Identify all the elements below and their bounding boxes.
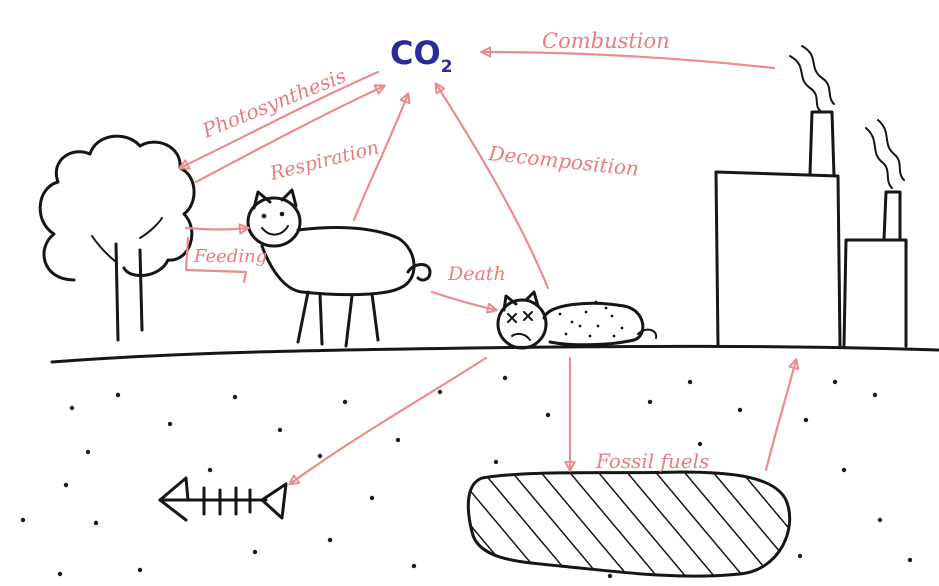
feeding-label: Feeding bbox=[193, 246, 267, 267]
process-arrows bbox=[180, 52, 796, 484]
tree-icon bbox=[38, 134, 196, 342]
co2-label: CO2 bbox=[390, 34, 453, 77]
decomposition-label: Decomposition bbox=[486, 141, 640, 181]
fish-skeleton-icon bbox=[158, 476, 288, 522]
soil-dots bbox=[20, 375, 913, 579]
fossil-fuels-label: Fossil fuels bbox=[595, 449, 709, 473]
factory-icon bbox=[714, 45, 908, 348]
photosynthesis-label: Photosynthesis bbox=[198, 63, 349, 143]
fossil-fuel-deposit-icon bbox=[466, 470, 792, 578]
ground-line bbox=[50, 344, 939, 364]
co2-to-tree-arrow bbox=[180, 70, 380, 168]
feeding-bracket bbox=[184, 236, 248, 284]
photosynthesis-arrow-to-co2 bbox=[194, 86, 384, 184]
dead-cat-icon bbox=[496, 290, 658, 350]
to-fish-arrow bbox=[290, 356, 488, 484]
cat-icon bbox=[246, 188, 432, 348]
combustion-label: Combustion bbox=[542, 29, 670, 53]
combustion-arrow bbox=[482, 52, 776, 70]
feeding-arrow bbox=[184, 228, 248, 230]
death-arrow bbox=[430, 290, 496, 310]
respiration-label: Respiration bbox=[267, 137, 381, 186]
respiration-arrow bbox=[352, 94, 408, 222]
death-label: Death bbox=[447, 263, 506, 285]
decomposition-arrow bbox=[436, 84, 550, 290]
fossil-fuels-to-factory-arrow bbox=[764, 360, 796, 472]
